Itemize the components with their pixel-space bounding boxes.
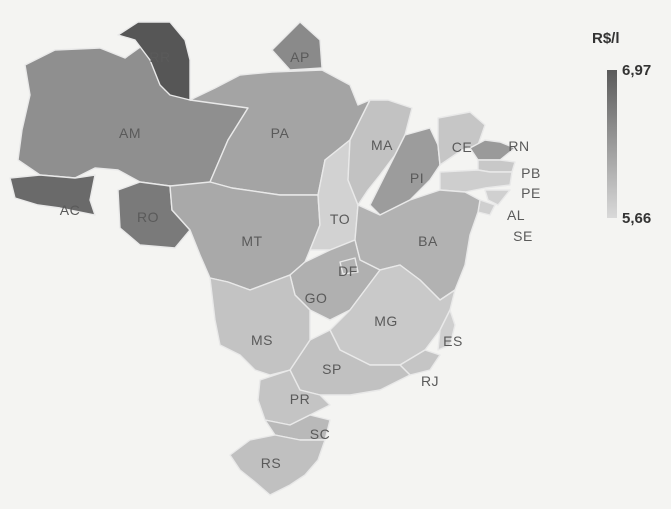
state-label-al: AL	[507, 207, 525, 223]
state-label-ba: BA	[418, 233, 438, 249]
legend-max-label: 6,97	[622, 62, 652, 79]
state-pr	[257, 369, 331, 426]
state-ac	[9, 174, 96, 216]
state-al	[484, 189, 511, 206]
state-label-ac: AC	[60, 202, 80, 218]
state-rs	[229, 434, 326, 496]
state-label-ap: AP	[290, 49, 310, 65]
state-label-pa: PA	[271, 125, 290, 141]
state-label-pe: PE	[521, 185, 541, 201]
state-label-rs: RS	[261, 455, 281, 471]
state-label-go: GO	[305, 290, 328, 306]
state-label-ms: MS	[251, 332, 273, 348]
state-am	[17, 39, 249, 189]
state-label-pi: PI	[410, 170, 424, 186]
state-label-rj: RJ	[421, 373, 439, 389]
state-pe	[439, 169, 513, 193]
state-label-am: AM	[119, 125, 141, 141]
legend-min-label: 5,66	[622, 210, 652, 227]
state-label-mt: MT	[241, 233, 262, 249]
state-label-rr: RR	[149, 49, 170, 65]
state-label-ro: RO	[137, 209, 159, 225]
state-label-rn: RN	[508, 138, 529, 154]
state-es	[437, 309, 456, 351]
state-ap	[271, 21, 323, 71]
state-label-ce: CE	[452, 139, 472, 155]
legend-gradient-bar	[607, 70, 617, 218]
state-label-sp: SP	[322, 361, 342, 377]
state-label-pb: PB	[521, 165, 541, 181]
state-label-df: DF	[338, 263, 358, 279]
state-label-sc: SC	[310, 426, 330, 442]
state-label-ma: MA	[371, 137, 393, 153]
state-ms	[209, 274, 311, 376]
state-label-to: TO	[330, 211, 350, 227]
state-pb	[477, 159, 516, 173]
legend-unit: R$/l	[592, 30, 620, 47]
state-label-mg: MG	[374, 313, 398, 329]
state-label-es: ES	[443, 333, 463, 349]
state-label-pr: PR	[290, 391, 310, 407]
state-label-se: SE	[513, 228, 533, 244]
state-df	[339, 257, 359, 275]
